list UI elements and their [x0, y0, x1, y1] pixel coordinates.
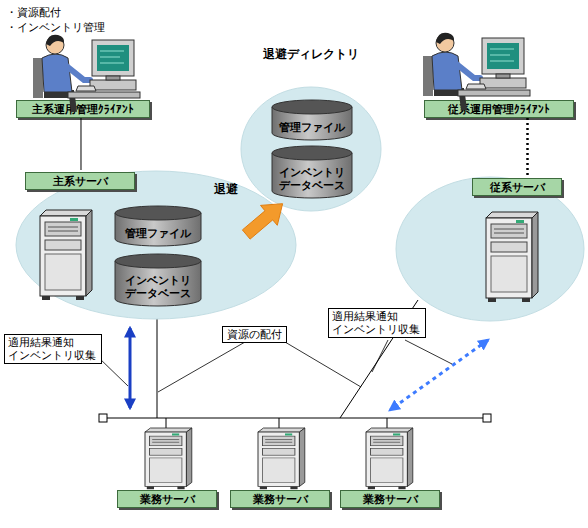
zone-heading: 主系サーバ: [25, 172, 135, 190]
cylinder-text: 管理ファイル: [279, 121, 345, 134]
server-symbol: [486, 212, 538, 302]
standby-link: [526, 118, 529, 176]
cylinder-text: 管理ファイル: [125, 227, 191, 240]
cylinder-text: インベントリ データベース: [119, 274, 197, 300]
label-box: 業務サーバ: [117, 490, 217, 508]
box-text: 主系運用管理ｸﾗｲｱﾝﾄ: [32, 102, 134, 117]
operator-figure: [33, 35, 140, 112]
cylinder-text: インベントリ データベース: [276, 166, 348, 192]
annotation-label: 適用結果通知 インベントリ収集: [328, 308, 426, 338]
distribution-wire: [157, 318, 158, 418]
server-symbol: [145, 428, 192, 489]
server-zone: 従系サーバ: [395, 176, 585, 322]
box-text: 従系運用管理ｸﾗｲｱﾝﾄ: [448, 102, 550, 117]
cylinder-top: [115, 254, 201, 268]
cylinder-outline: [272, 146, 352, 198]
cylinder-text-wrap: 管理ファイル: [115, 220, 201, 246]
label-box: 業務サーバ: [230, 490, 330, 508]
label-box: 従系運用管理ｸﾗｲｱﾝﾄ: [424, 100, 574, 118]
bus-drop: [279, 418, 280, 432]
leader-line: [158, 342, 245, 392]
cylinder-top: [115, 206, 201, 220]
bus-drop: [387, 418, 388, 432]
zone-heading: 退避ディレクトリ: [240, 46, 382, 63]
annotation-label: ・インベントリ管理: [6, 20, 105, 35]
cylinder-body: [272, 107, 352, 140]
cylinder-text-wrap: インベントリ データベース: [272, 160, 352, 198]
database-cylinder: 管理ファイル: [272, 100, 352, 140]
server-zone: 主系サーバ管理ファイルインベントリ データベース: [15, 170, 297, 320]
evacuation-arrow: [242, 204, 282, 239]
box-text: 業務サーバ: [140, 492, 195, 507]
zone-ellipse: [16, 171, 296, 319]
operator-figure: [423, 33, 530, 110]
cylinder-body: [115, 213, 201, 246]
zone-heading: 従系サーバ: [472, 178, 562, 196]
distribution-wire: [340, 300, 418, 418]
cylinder-top: [272, 100, 352, 114]
label-box: 業務サーバ: [340, 490, 440, 508]
zone-ellipse: [241, 87, 381, 211]
server-symbol: [366, 428, 413, 489]
box-text: 業務サーバ: [363, 492, 418, 507]
cylinder-text-wrap: 管理ファイル: [272, 114, 352, 140]
leader-line: [372, 340, 388, 372]
cylinder-body: [115, 261, 201, 306]
bus-terminator: [483, 414, 491, 422]
leader-line: [405, 340, 452, 364]
leader-line: [97, 356, 128, 386]
zone-outline: [240, 46, 382, 212]
leader-line: [285, 342, 361, 387]
bus-terminator: [99, 414, 107, 422]
bus-drop: [166, 418, 167, 432]
cylinder-body: [272, 153, 352, 198]
zone-outline: [15, 170, 297, 320]
cylinder-outline: [115, 206, 201, 246]
client-link: [80, 118, 81, 170]
database-cylinder: インベントリ データベース: [115, 254, 201, 306]
standby-notify-arrow: [390, 340, 488, 410]
database-cylinder: インベントリ データベース: [272, 146, 352, 198]
cylinder-outline: [272, 100, 352, 140]
annotation-label: ・資源配付: [6, 5, 61, 20]
annotation-label: 資源の配付: [222, 326, 287, 343]
zone-ellipse: [396, 177, 584, 321]
server-zone: 退避ディレクトリ管理ファイルインベントリ データベース: [240, 46, 382, 212]
cylinder-text-wrap: インベントリ データベース: [115, 268, 201, 306]
server-symbol: [258, 428, 305, 489]
notify-arrow: [129, 328, 132, 408]
network-bus: [103, 418, 487, 419]
label-box: 主系運用管理ｸﾗｲｱﾝﾄ: [16, 100, 150, 118]
zone-outline: [395, 176, 585, 322]
server-symbol: [40, 210, 92, 300]
cylinder-outline: [115, 254, 201, 306]
database-cylinder: 管理ファイル: [115, 206, 201, 246]
box-text: 業務サーバ: [253, 492, 308, 507]
cylinder-top: [272, 146, 352, 160]
annotation-label: 適用結果通知 インベントリ収集: [4, 334, 102, 364]
edge-label: 退避: [214, 181, 238, 198]
